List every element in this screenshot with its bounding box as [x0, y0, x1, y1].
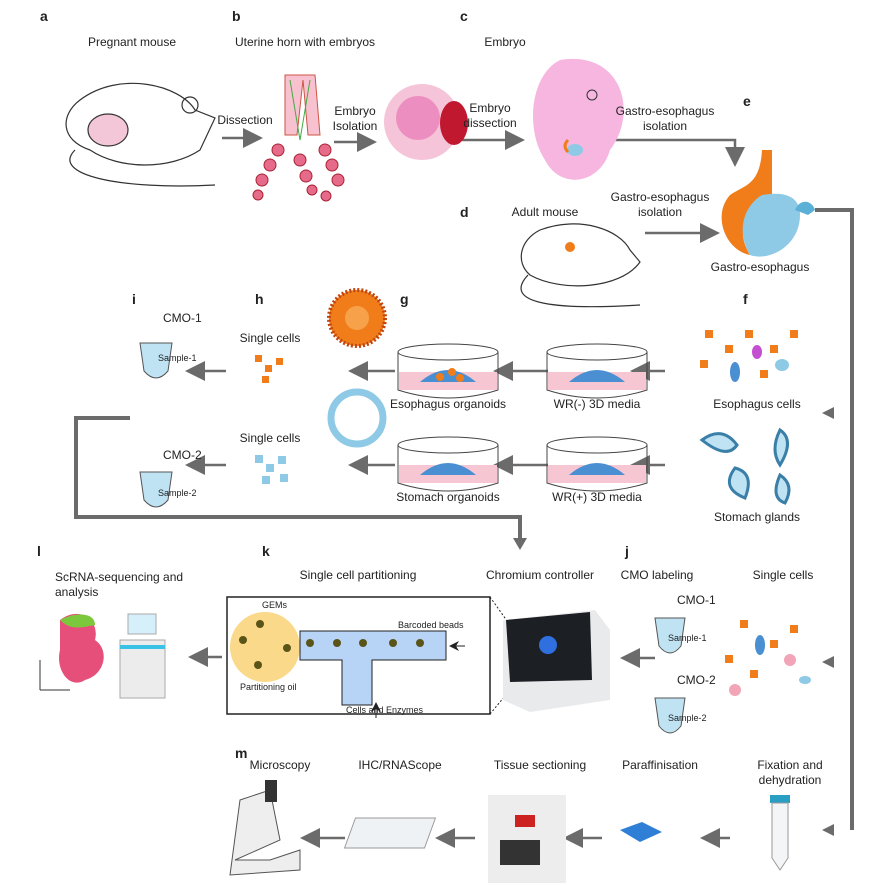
panel-label-i: i — [132, 291, 136, 307]
slide — [343, 817, 437, 849]
label-single-cells: Single cells — [752, 568, 814, 582]
organoid-icons — [327, 288, 387, 448]
label-cells-enzymes: Cells and Enzymes — [346, 705, 424, 715]
esophagus-cells — [700, 330, 798, 382]
label-uterine-horn: Uterine horn with embryos — [234, 35, 376, 49]
label-cmo2-j: CMO-2 — [677, 673, 716, 687]
line-1: ScRNA-sequencing and — [55, 570, 184, 584]
sequencer-machine — [119, 613, 166, 699]
cmo-tubes — [139, 342, 686, 734]
panel-label-h: h — [255, 291, 264, 307]
panel-label-g: g — [400, 291, 409, 307]
panel-label-a: a — [40, 8, 48, 24]
label-single-cells-1: Single cells — [239, 331, 301, 345]
label-sample1-j: Sample-1 — [668, 633, 707, 643]
adult-mouse-illustration — [520, 223, 641, 308]
line-2: analysis — [55, 585, 99, 599]
connector-lines — [74, 208, 854, 830]
panel-label-d: d — [460, 204, 469, 220]
label-esophagus-cells: Esophagus cells — [713, 397, 801, 411]
partitioning-diagram — [226, 596, 511, 718]
label-gastro-esophagus: Gastro-esophagus — [710, 260, 810, 274]
uterine-horn-illustration — [252, 74, 345, 202]
single-cells-clusters — [255, 355, 288, 484]
line-1: Gastro-esophagus — [610, 190, 710, 204]
line-2: isolation — [637, 205, 683, 219]
label-chromium: Chromium controller — [485, 568, 595, 582]
panel-label-e: e — [743, 93, 751, 109]
panel-label-k: k — [262, 543, 270, 559]
label-stomach-glands: Stomach glands — [713, 510, 801, 524]
line-2: Isolation — [332, 119, 378, 133]
culture-dishes — [397, 343, 648, 492]
line-1: Embryo — [469, 101, 511, 115]
panel-label-b: b — [232, 8, 241, 24]
label-cmo1: CMO-1 — [163, 311, 202, 325]
line-2: dissection — [463, 116, 517, 130]
label-pregnant-mouse: Pregnant mouse — [87, 35, 177, 49]
label-barcoded-beads: Barcoded beads — [398, 620, 464, 630]
process-arrows — [185, 128, 745, 848]
line-2: isolation — [642, 119, 688, 133]
label-sample2: Sample-2 — [158, 488, 197, 498]
label-gems: GEMs — [262, 600, 288, 610]
label-dissection: Dissection — [217, 113, 273, 127]
panel-label-m: m — [235, 745, 248, 761]
label-stomach-organoids: Stomach organoids — [396, 490, 500, 504]
label-single-cells-2: Single cells — [239, 431, 301, 445]
pregnant-mouse-illustration — [65, 82, 216, 187]
label-wr-plus: WR(+) 3D media — [552, 490, 642, 504]
label-cmo-labeling: CMO labeling — [620, 568, 694, 582]
falcon-tube — [770, 795, 790, 871]
line-1: Embryo — [334, 104, 376, 118]
line-1: Gastro-esophagus — [615, 104, 715, 118]
line-2: dehydration — [758, 773, 822, 787]
gastro-esophagus-illustration — [721, 150, 815, 257]
label-sectioning: Tissue sectioning — [493, 758, 587, 772]
line-1: Fixation and — [757, 758, 823, 772]
label-ihc: IHC/RNAScope — [358, 758, 442, 772]
label-paraffinisation: Paraffinisation — [622, 758, 698, 772]
label-sample2-j: Sample-2 — [668, 713, 707, 723]
embryo-sac-illustration — [384, 84, 468, 160]
label-adult-mouse: Adult mouse — [511, 205, 579, 219]
panel-label-f: f — [743, 291, 748, 307]
label-wr-minus: WR(-) 3D media — [553, 397, 641, 411]
cassette — [620, 822, 662, 842]
label-sample1: Sample-1 — [158, 353, 197, 363]
stomach-glands — [699, 427, 791, 505]
panel-label-j: j — [625, 543, 629, 559]
panel-label-c: c — [460, 8, 468, 24]
microscope — [229, 780, 301, 876]
label-microscopy: Microscopy — [249, 758, 311, 772]
panel-label-l: l — [37, 543, 41, 559]
chromium-controller-device — [503, 610, 610, 712]
label-cmo2: CMO-2 — [163, 448, 202, 462]
microtome — [488, 795, 566, 883]
label-partitioning: Single cell partitioning — [299, 568, 417, 582]
umap-plot — [39, 613, 104, 691]
label-esophagus-organoids: Esophagus organoids — [389, 397, 507, 411]
label-cmo1-j: CMO-1 — [677, 593, 716, 607]
label-partitioning-oil: Partitioning oil — [240, 682, 297, 692]
pooled-single-cells — [725, 620, 811, 696]
connector-arrowheads — [513, 407, 834, 836]
label-embryo: Embryo — [484, 35, 526, 49]
embryo-illustration — [533, 58, 624, 180]
